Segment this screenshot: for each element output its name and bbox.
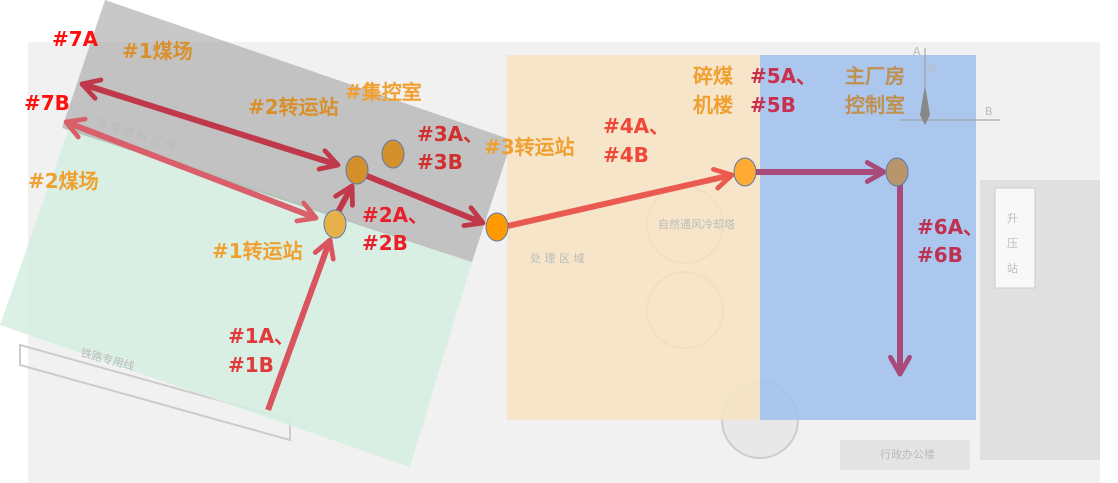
label-transfer-1: #1转运站: [212, 239, 303, 263]
label-conveyor-3b: #3B: [417, 150, 463, 174]
label-crusher-2: 机楼: [693, 93, 733, 117]
label-main-plant-1: 主厂房: [845, 64, 905, 88]
map-label-cooling-tower: 自然通风冷却塔: [658, 217, 735, 231]
map-label-processing-area: 处 理 区 域: [530, 252, 585, 265]
label-conveyor-2b: #2B: [362, 231, 408, 255]
label-conveyor-3a: #3A、: [417, 122, 483, 146]
label-transfer-2: #2转运站: [248, 95, 339, 119]
label-crusher-1: 碎煤: [693, 64, 733, 88]
map-label-booster-1: 升: [1007, 212, 1018, 225]
label-conveyor-7a: #7A: [52, 27, 99, 51]
label-main-plant-2: 控制室: [845, 93, 905, 117]
conveyor-2-arrow: [333, 183, 355, 214]
map-label-booster-2: 压: [1007, 237, 1018, 250]
map-label-booster-3: 站: [1007, 261, 1018, 275]
node-main-plant[interactable]: [885, 157, 909, 187]
label-transfer-3: #3转运站: [484, 135, 575, 159]
conveyor-3-arrow: [360, 171, 486, 228]
node-transfer-2[interactable]: [345, 155, 369, 185]
label-conveyor-2a: #2A、: [362, 203, 428, 227]
svg-text:N: N: [928, 63, 936, 76]
label-conveyor-4a: #4A、: [603, 114, 669, 138]
label-conveyor-5a: #5A、: [750, 64, 816, 88]
label-conveyor-1a: #1A、: [228, 324, 294, 348]
svg-text:A: A: [913, 45, 921, 58]
node-crusher[interactable]: [733, 157, 757, 187]
conveyor-1-arrow: [265, 237, 336, 412]
node-transfer-1[interactable]: [323, 209, 347, 239]
label-conveyor-7b: #7B: [24, 91, 70, 115]
label-coal-yard-1: #1煤场: [122, 39, 193, 63]
node-transfer-3[interactable]: [485, 212, 509, 242]
label-coal-yard-2: #2煤场: [28, 169, 99, 193]
compass-icon: A N B: [900, 45, 1000, 125]
node-central-control[interactable]: [381, 139, 405, 169]
label-conveyor-5b: #5B: [750, 93, 796, 117]
label-conveyor-6a: #6A、: [917, 215, 983, 239]
map-label-office: 行政办公楼: [880, 447, 935, 461]
label-conveyor-1b: #1B: [228, 353, 274, 377]
conveyor-4-arrow: [507, 166, 735, 229]
label-conveyor-4b: #4B: [603, 143, 649, 167]
conveyor-7b-arrow: [63, 116, 319, 224]
svg-text:B: B: [985, 105, 993, 118]
zone-processing: [507, 55, 760, 420]
label-central-control: #集控室: [345, 80, 422, 104]
label-conveyor-6b: #6B: [917, 243, 963, 267]
zone-main-plant: [760, 55, 976, 420]
